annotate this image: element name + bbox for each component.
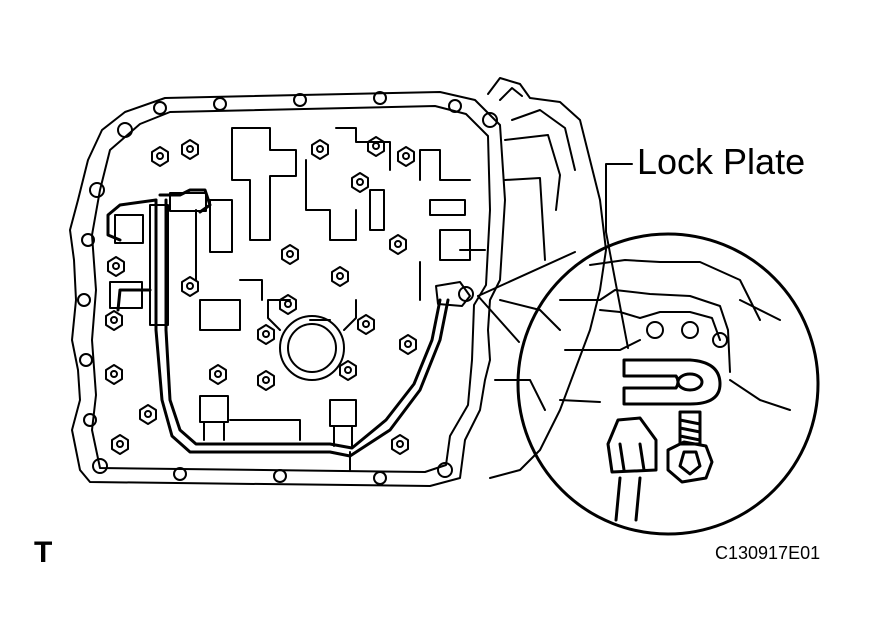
perimeter-bolts [78, 92, 497, 484]
lock-plate-icon [624, 360, 720, 404]
magnifier-pointer [478, 252, 575, 342]
transmission-case [488, 78, 606, 478]
figure-code: C130917E01 [715, 543, 821, 563]
lock-plate-label: Lock Plate [637, 141, 806, 182]
connector-icon [608, 418, 656, 520]
valve-body-outline [70, 92, 505, 486]
magnified-view [518, 234, 818, 534]
side-mark-label: T [34, 536, 53, 569]
valve-passages [196, 128, 485, 470]
wire-harness [108, 190, 448, 456]
bolt-icon [668, 412, 712, 482]
lock-plate-leader [606, 164, 632, 348]
internal-bolts [106, 137, 416, 454]
accumulator-piston [268, 300, 356, 380]
harness-connectors [110, 193, 473, 446]
